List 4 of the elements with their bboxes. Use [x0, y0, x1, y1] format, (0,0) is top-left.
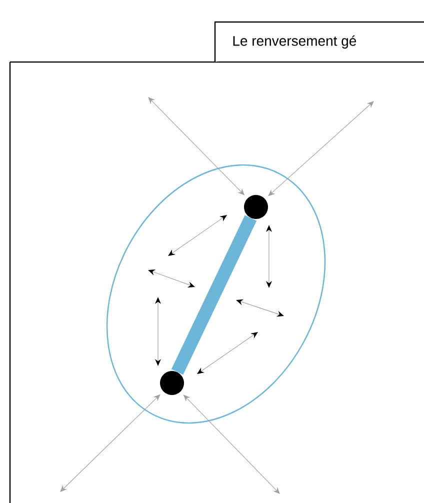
- rod: [171, 215, 257, 375]
- ball: [160, 371, 184, 395]
- ball: [244, 195, 268, 219]
- title-tab: Le renversement gé: [214, 21, 424, 62]
